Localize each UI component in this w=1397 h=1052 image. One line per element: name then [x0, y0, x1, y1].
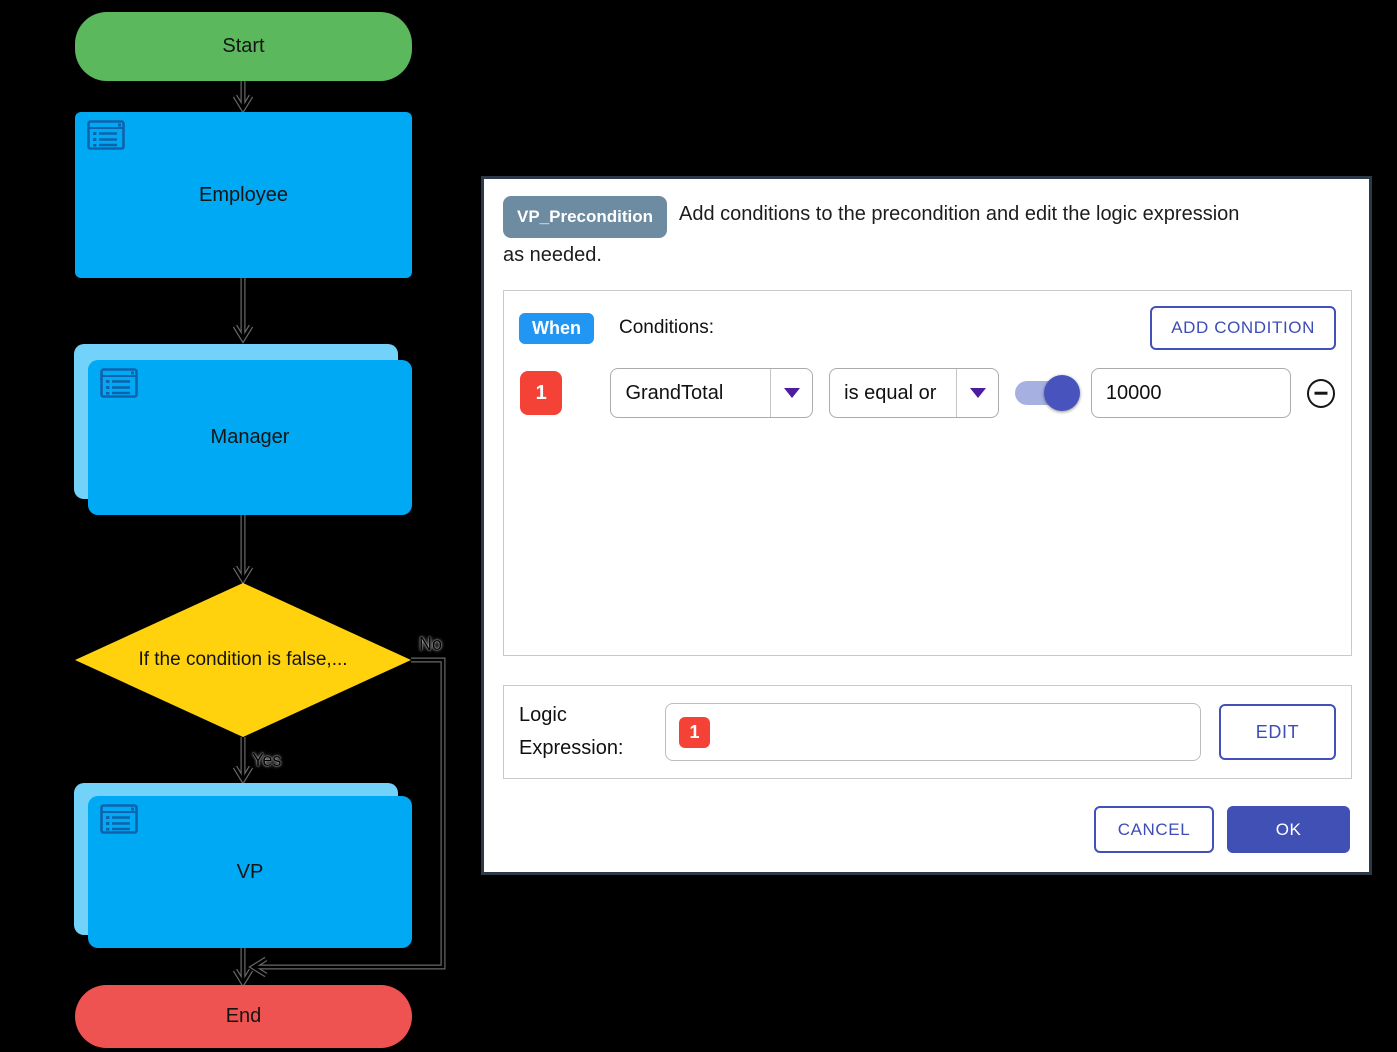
condition-toggle[interactable] — [1015, 375, 1080, 411]
form-icon — [100, 368, 138, 398]
ok-button[interactable]: OK — [1227, 806, 1350, 853]
when-badge: When — [519, 312, 594, 344]
condition-value-input[interactable] — [1090, 368, 1291, 418]
logic-expression-label: Logic Expression: — [519, 704, 624, 759]
employee-step-node[interactable]: Employee — [75, 112, 412, 278]
start-node[interactable]: Start — [75, 12, 412, 81]
logic-expression-box: 1 — [665, 703, 1201, 761]
conditions-panel: When Conditions: ADD CONDITION 1 GrandTo… — [503, 290, 1352, 656]
stacked-card-front: Manager — [88, 360, 412, 515]
edge-vp-end — [232, 948, 254, 988]
conditions-label: Conditions: — [619, 317, 715, 338]
start-node-label: Start — [222, 35, 265, 57]
manager-node-label: Manager — [210, 426, 290, 448]
vp-node-label: VP — [236, 860, 264, 883]
edge-employee-manager — [232, 278, 254, 344]
chevron-down-icon — [770, 369, 812, 417]
minus-glyph — [1314, 391, 1328, 395]
edit-button[interactable]: EDIT — [1219, 704, 1336, 760]
field-select[interactable]: GrandTotal — [610, 368, 814, 418]
precondition-name-badge: VP_Precondition — [503, 196, 668, 238]
chevron-down-icon — [956, 369, 998, 417]
edge-start-employee — [232, 81, 254, 114]
cancel-button[interactable]: CANCEL — [1094, 806, 1214, 853]
toggle-knob — [1043, 375, 1080, 411]
logic-expression-panel: Logic Expression: 1 EDIT — [503, 685, 1352, 779]
vp-step-node[interactable]: VP — [74, 783, 412, 948]
edge-manager-decision — [232, 515, 254, 585]
edge-label-no: No — [419, 634, 443, 654]
dialog-description: Add conditions to the precondition and e… — [503, 203, 1240, 266]
stacked-card-front: VP — [88, 796, 412, 948]
condition-index-badge: 1 — [520, 371, 563, 415]
add-condition-button[interactable]: ADD CONDITION — [1150, 306, 1336, 350]
remove-condition-icon[interactable] — [1306, 378, 1335, 408]
decision-node-label: If the condition is false,... — [138, 649, 348, 670]
expression-term-badge: 1 — [679, 716, 710, 748]
decision-node[interactable]: If the condition is false,... — [75, 583, 411, 737]
form-icon — [100, 804, 138, 834]
end-node[interactable]: End — [75, 985, 412, 1048]
edge-label-yes: Yes — [252, 750, 282, 770]
dialog-footer: CANCEL OK — [1094, 806, 1350, 853]
employee-node-label: Employee — [199, 183, 288, 206]
operator-select[interactable]: is equal or — [829, 368, 1000, 418]
operator-select-value: is equal or — [844, 381, 937, 404]
condition-row: 1 GrandTotal is equal or — [504, 368, 1351, 418]
form-icon — [87, 120, 125, 150]
end-node-label: End — [225, 1005, 262, 1027]
conditions-header: When Conditions: ADD CONDITION — [504, 291, 1351, 350]
edge-decision-vp-yes — [232, 737, 254, 785]
field-select-value: GrandTotal — [625, 381, 724, 404]
manager-step-node[interactable]: Manager — [74, 344, 412, 515]
